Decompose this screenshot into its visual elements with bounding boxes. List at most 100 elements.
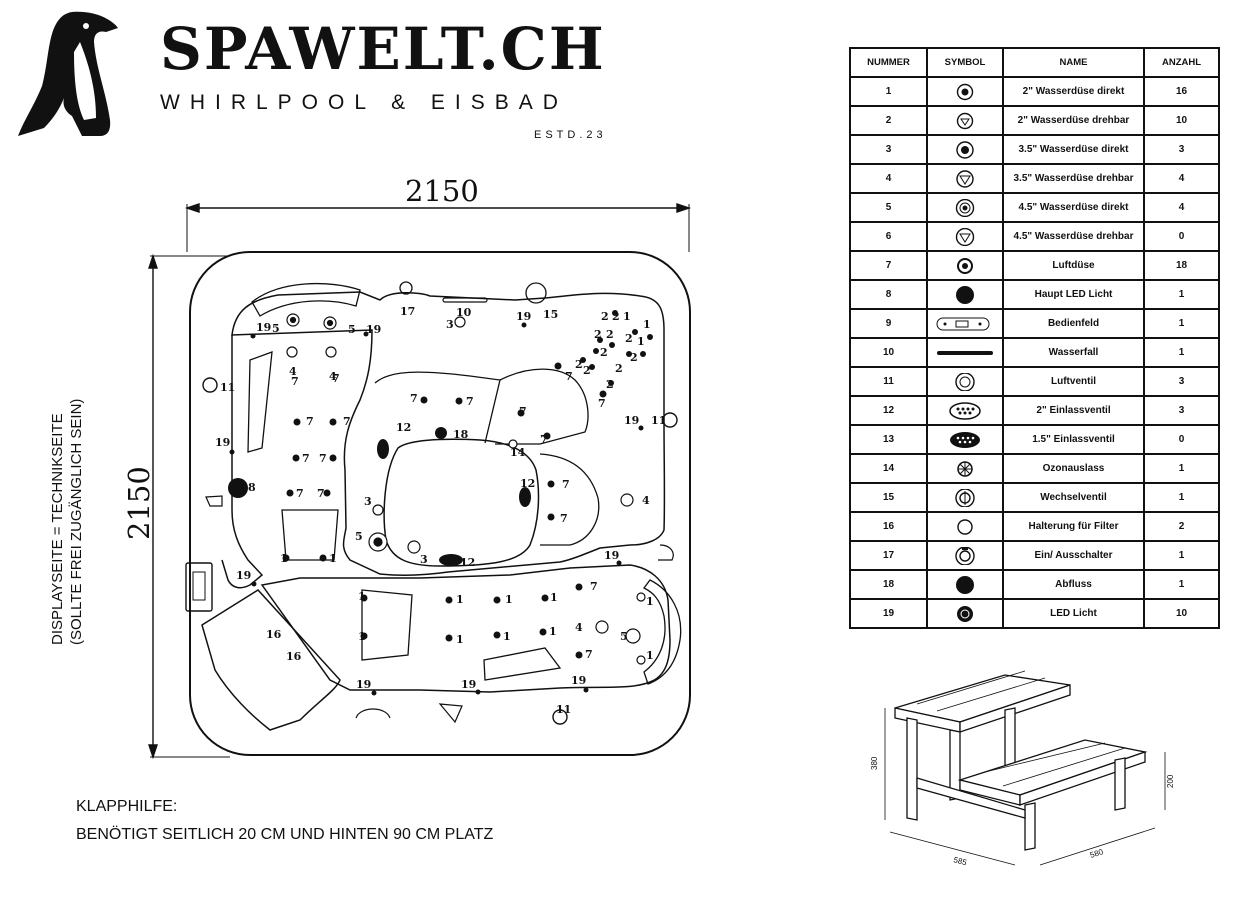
svg-text:12: 12	[396, 421, 411, 434]
jet-rotating-3-5in-icon	[956, 169, 974, 188]
legend-symbol	[926, 511, 1004, 542]
ozone-outlet-icon	[957, 460, 973, 477]
svg-text:1: 1	[646, 595, 654, 608]
note-text: BENÖTIGT SEITLICH 20 CM UND HINTEN 90 CM…	[76, 826, 494, 843]
legend-number: 12	[849, 395, 928, 426]
jet-direct-2in-icon	[956, 83, 974, 100]
svg-text:19: 19	[461, 678, 476, 691]
svg-text:7: 7	[562, 478, 570, 491]
step-stool-drawing: 380 200 585 580	[870, 670, 1175, 868]
svg-text:7: 7	[560, 512, 568, 525]
brand-header: SPAWELT.CH WHIRLPOOL & EISBAD ESTD.23	[14, 8, 644, 148]
svg-text:7: 7	[319, 452, 327, 465]
legend-number: 16	[849, 511, 928, 542]
svg-text:7: 7	[343, 415, 351, 428]
air-valve-icon	[955, 372, 975, 391]
svg-text:4: 4	[289, 365, 297, 378]
legend-symbol	[926, 76, 1004, 107]
legend-symbol	[926, 482, 1004, 513]
main-led-light-icon	[956, 285, 974, 304]
legend-count: 1	[1143, 308, 1220, 339]
svg-text:5: 5	[620, 630, 628, 643]
legend-symbol	[926, 279, 1004, 310]
svg-text:2: 2	[600, 346, 608, 359]
svg-text:19: 19	[604, 549, 619, 562]
svg-text:19: 19	[256, 321, 271, 334]
legend-count: 1	[1143, 453, 1220, 484]
svg-text:2: 2	[606, 378, 614, 391]
on-off-switch-icon	[955, 546, 975, 565]
step-height-short: 200	[1166, 774, 1175, 788]
legend-count: 3	[1143, 395, 1220, 426]
legend-name: Wasserfall	[1002, 337, 1145, 368]
svg-text:3: 3	[446, 318, 454, 331]
legend-count: 1	[1143, 337, 1220, 368]
legend-number: 13	[849, 424, 928, 455]
legend-symbol	[926, 163, 1004, 194]
filter-holder-icon	[957, 518, 973, 535]
svg-text:1: 1	[643, 318, 651, 331]
svg-text:2: 2	[594, 328, 602, 341]
svg-text:3: 3	[364, 495, 372, 508]
legend-symbol	[926, 250, 1004, 281]
header-symbol: SYMBOL	[926, 47, 1004, 78]
svg-text:1: 1	[623, 310, 631, 323]
svg-text:2: 2	[630, 351, 638, 364]
svg-text:7: 7	[332, 372, 340, 385]
brand-tagline: WHIRLPOOL & EISBAD	[160, 91, 568, 114]
legend-count: 0	[1143, 424, 1220, 455]
legend-symbol	[926, 134, 1004, 165]
control-panel-icon	[936, 317, 990, 330]
svg-text:5: 5	[355, 530, 363, 543]
svg-text:1: 1	[456, 633, 464, 646]
inlet-valve-1-5in-icon	[949, 431, 980, 448]
header-number: NUMMER	[849, 47, 928, 78]
svg-text:19: 19	[366, 323, 381, 336]
svg-text:11: 11	[556, 703, 571, 716]
technical-side-label: DISPLAYSEITE = TECHNIKSEITE (SOLLTE FREI…	[48, 399, 86, 645]
svg-text:10: 10	[456, 306, 472, 319]
legend-name: Wechselventil	[1002, 482, 1145, 513]
legend-header-row: NUMMER SYMBOL NAME ANZAHL	[849, 47, 1220, 78]
svg-text:1: 1	[505, 593, 513, 606]
svg-text:16: 16	[266, 628, 282, 641]
jet-direct-3-5in-icon	[956, 140, 974, 159]
legend-name: Luftventil	[1002, 366, 1145, 397]
svg-text:2: 2	[575, 358, 583, 371]
svg-text:11: 11	[651, 414, 666, 427]
step-depth: 585	[952, 855, 968, 867]
control-panel	[185, 562, 213, 612]
height-dimension: 2150	[122, 466, 156, 540]
legend-count: 10	[1143, 105, 1220, 136]
svg-text:1: 1	[280, 552, 288, 565]
legend-number: 17	[849, 540, 928, 571]
legend-symbol	[926, 308, 1004, 339]
legend-symbol	[926, 192, 1004, 223]
legend-symbol	[926, 569, 1004, 600]
legend-number: 5	[849, 192, 928, 223]
svg-text:18: 18	[453, 428, 469, 441]
svg-text:2: 2	[583, 364, 591, 377]
legend-symbol	[926, 424, 1004, 455]
svg-text:7: 7	[306, 415, 314, 428]
svg-text:4: 4	[642, 494, 650, 507]
drain-icon	[956, 575, 974, 594]
legend-number: 14	[849, 453, 928, 484]
penguin-logo-icon	[18, 11, 118, 137]
legend-name: 2" Wasserdüse direkt	[1002, 76, 1145, 107]
svg-text:7: 7	[540, 433, 548, 446]
svg-text:1: 1	[456, 593, 464, 606]
jet-rotating-4-5in-icon	[955, 227, 975, 246]
legend-count: 2	[1143, 511, 1220, 542]
legend-name: Haupt LED Licht	[1002, 279, 1145, 310]
legend-number: 9	[849, 308, 928, 339]
legend-number: 6	[849, 221, 928, 252]
